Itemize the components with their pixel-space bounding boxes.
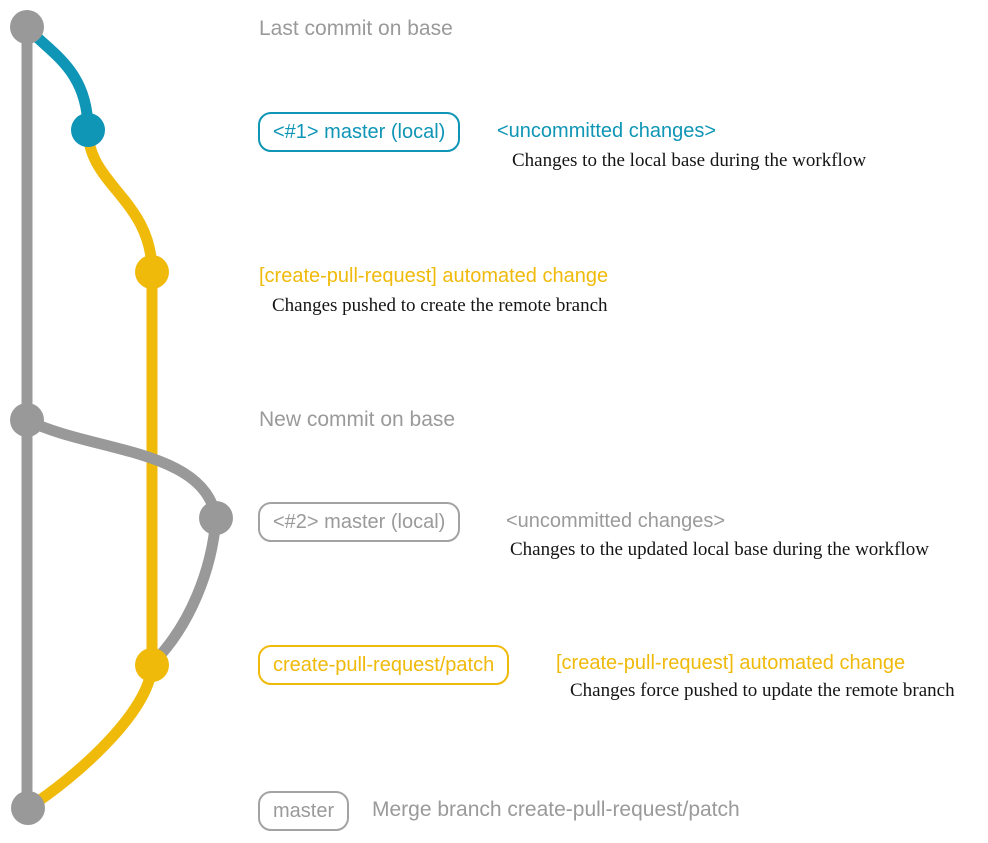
merge-commit-label: Merge branch create-pull-request/patch <box>372 798 740 821</box>
updated-local-branch-out-edge <box>24 415 222 520</box>
commit-node-merge <box>11 791 45 825</box>
commit-node-new-base <box>10 403 44 437</box>
commit-node-automated-2 <box>135 648 169 682</box>
branch-badge-master-local-2: <#2> master (local) <box>258 502 461 542</box>
commit-node-local-2 <box>199 501 233 535</box>
commit-node-last-base <box>10 10 44 44</box>
automated-change-title-2: [create-pull-request] automated change <box>556 652 906 674</box>
updated-local-merge-edge <box>150 517 222 666</box>
automated-change-description-1: Changes pushed to create the remote bran… <box>272 295 608 316</box>
uncommitted-changes-title-1: <uncommitted changes> <box>497 120 717 142</box>
uncommitted-changes-description-1: Changes to the local base during the wor… <box>512 150 867 171</box>
commit-node-automated-1 <box>135 255 169 289</box>
commit-node-local-1 <box>71 113 105 147</box>
uncommitted-changes-description-2: Changes to the updated local base during… <box>510 539 929 560</box>
local-change-edge <box>22 23 94 131</box>
automated-change-description-2: Changes force pushed to update the remot… <box>570 680 955 701</box>
automated-change-title-1: [create-pull-request] automated change <box>259 265 609 287</box>
branch-badge-create-pull-request-patch: create-pull-request/patch <box>258 645 510 685</box>
branch-badge-master: master <box>258 791 350 831</box>
last-commit-label: Last commit on base <box>259 17 453 40</box>
uncommitted-changes-title-2: <uncommitted changes> <box>506 510 726 532</box>
new-commit-label: New commit on base <box>259 408 456 431</box>
automated-branch-edge <box>25 129 158 813</box>
branch-badge-master-local-1: <#1> master (local) <box>258 112 461 152</box>
